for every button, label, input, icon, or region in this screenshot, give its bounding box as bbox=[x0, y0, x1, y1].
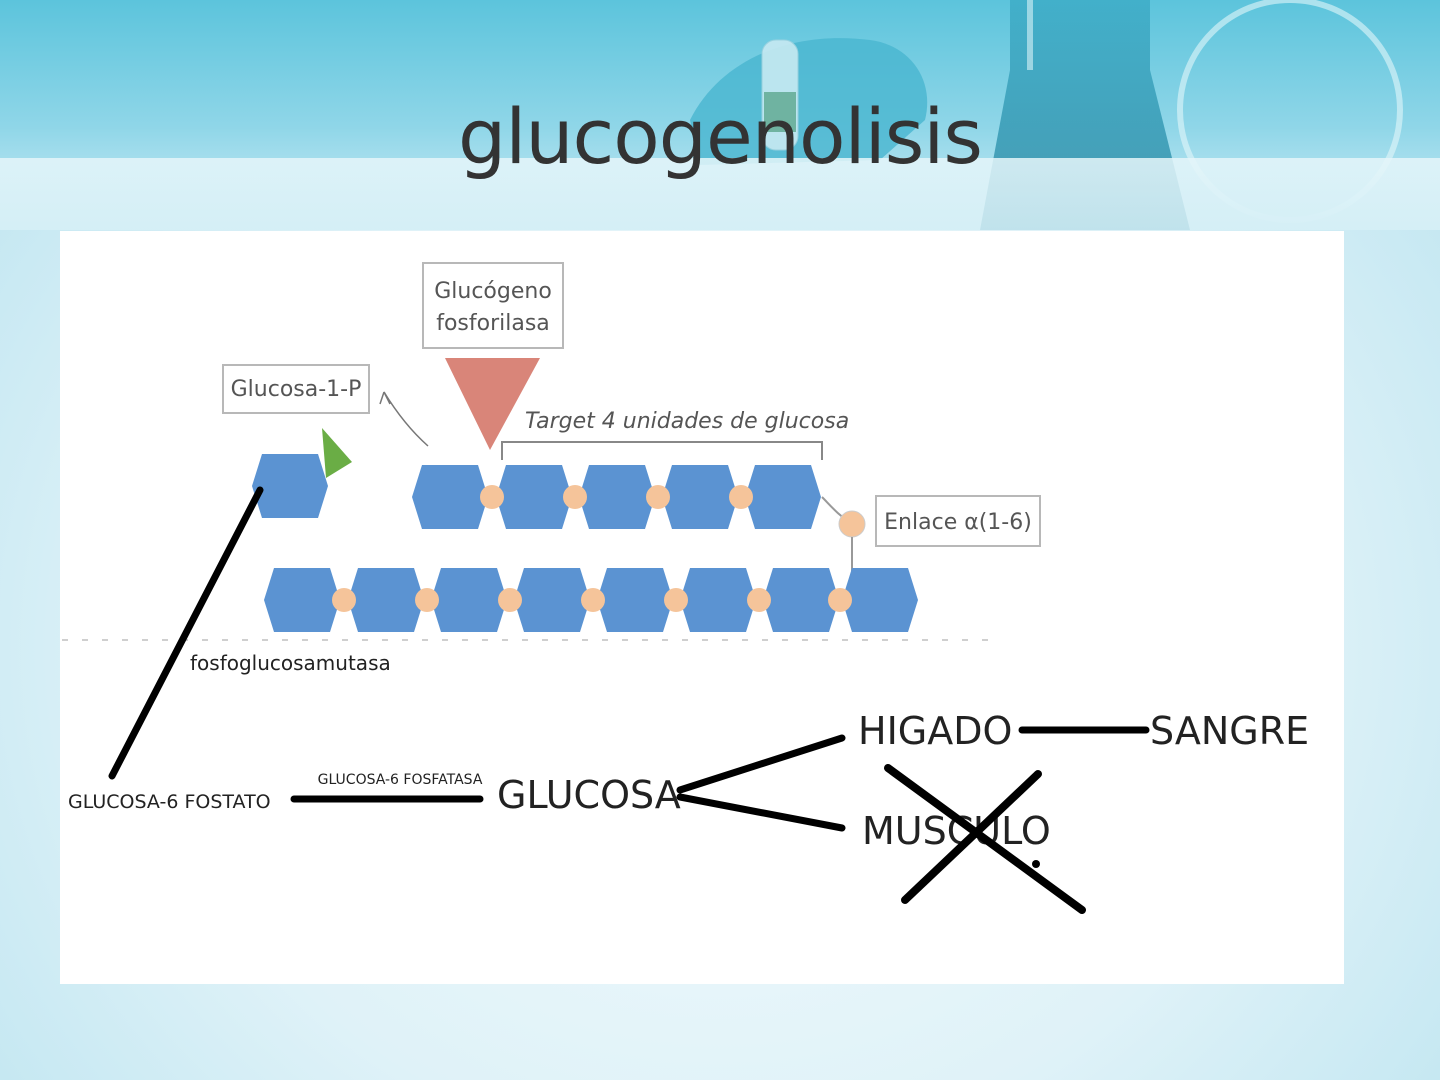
green-marker-icon bbox=[322, 428, 352, 478]
bond-box: Enlace α(1-6) bbox=[875, 495, 1041, 547]
bond-dot bbox=[415, 588, 439, 612]
upper-glucose-chain bbox=[412, 465, 821, 529]
bond-dot bbox=[480, 485, 504, 509]
product-label: Glucosa-1-P bbox=[231, 377, 362, 402]
bond-dot bbox=[747, 588, 771, 612]
bond-dot bbox=[729, 485, 753, 509]
product-box: Glucosa-1-P bbox=[222, 364, 370, 414]
target-bracket bbox=[501, 441, 823, 460]
slide-title: glucogenolisis bbox=[457, 92, 983, 181]
g6p-label: GLUCOSA-6 FOSTATO bbox=[68, 791, 271, 813]
bond-label: Enlace α(1-6) bbox=[884, 510, 1032, 535]
bond-dot bbox=[498, 588, 522, 612]
muscle-branch-line bbox=[676, 793, 846, 832]
bond-dot bbox=[664, 588, 688, 612]
glove-shape bbox=[690, 38, 928, 165]
mutase-label: fosfoglucosamutasa bbox=[190, 651, 391, 675]
mutase-line bbox=[108, 486, 264, 780]
bond-dot bbox=[332, 588, 356, 612]
cross-out-icon bbox=[884, 764, 1086, 914]
glucose-label: GLUCOSA bbox=[497, 773, 681, 817]
target-label: Target 4 unidades de glucosa bbox=[525, 409, 849, 434]
enzyme-label-line2: fosforilasa bbox=[436, 311, 550, 336]
bond-dot bbox=[828, 588, 852, 612]
liver-branch-line bbox=[676, 734, 846, 794]
branch-bond-dot bbox=[838, 510, 866, 538]
phosphatase-label: GLUCOSA-6 FOSFATASA bbox=[318, 772, 483, 788]
enzyme-label-line1: Glucógeno bbox=[434, 279, 552, 304]
blood-label: SANGRE bbox=[1150, 709, 1309, 753]
bond-dot bbox=[563, 485, 587, 509]
release-arrow bbox=[383, 391, 429, 447]
free-glucose-hexagon bbox=[252, 454, 328, 518]
bond-dot bbox=[581, 588, 605, 612]
enzyme-box: Glucógeno fosforilasa bbox=[422, 262, 564, 349]
test-tube-liquid bbox=[764, 92, 796, 132]
enzyme-triangle-icon bbox=[445, 358, 540, 450]
banner-band bbox=[0, 158, 1440, 230]
lower-glucose-chain bbox=[264, 568, 918, 632]
bond-dot bbox=[646, 485, 670, 509]
header-banner bbox=[0, 0, 1440, 230]
liver-label: HIGADO bbox=[858, 709, 1012, 753]
